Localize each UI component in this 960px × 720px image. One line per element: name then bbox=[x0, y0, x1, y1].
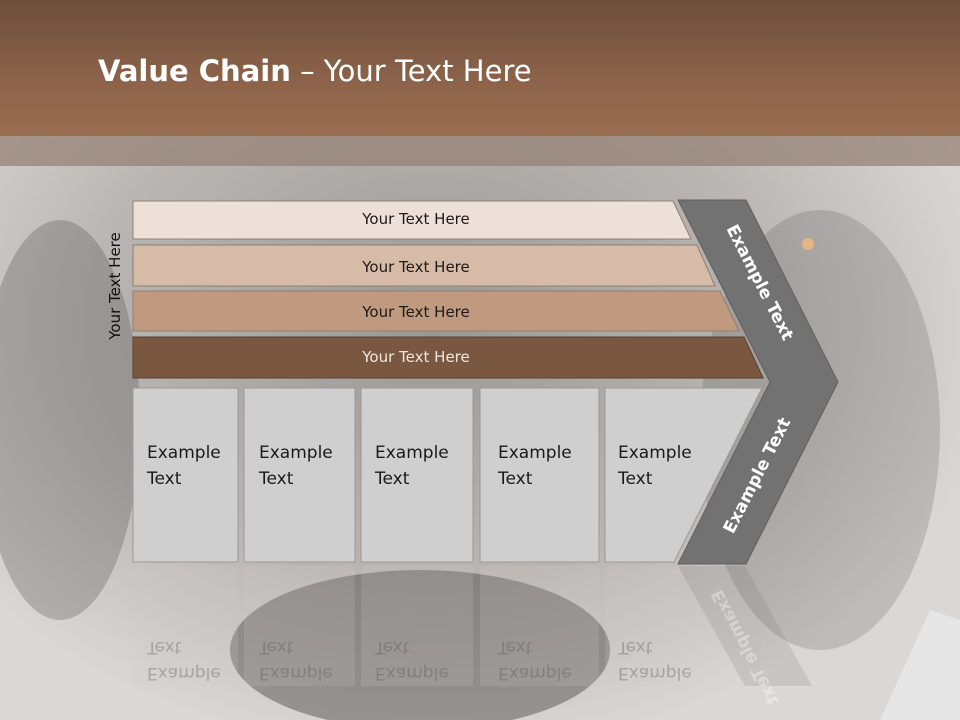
header-bar bbox=[0, 0, 960, 136]
column-reflection-4: Example Text bbox=[498, 634, 572, 686]
reflection-3-line2: Text bbox=[375, 637, 410, 657]
reflection-2-line2: Text bbox=[259, 637, 294, 657]
reflection-2-line1: Example bbox=[259, 663, 333, 683]
column-1-line1: Example bbox=[147, 443, 221, 463]
column-reflection-2: Example Text bbox=[259, 634, 333, 686]
header-band bbox=[0, 136, 960, 166]
column-box-3 bbox=[360, 387, 474, 563]
column-2-line1: Example bbox=[259, 443, 333, 463]
row-label-4: Your Text Here bbox=[361, 348, 469, 366]
row-bar-4 bbox=[132, 336, 764, 379]
column-reflection-1: Example Text bbox=[147, 634, 221, 686]
title-rest: – Your Text Here bbox=[290, 54, 532, 88]
column-5-line2: Text bbox=[618, 469, 653, 489]
row-bar-1 bbox=[132, 200, 692, 240]
column-reflection-3: Example Text bbox=[375, 634, 449, 686]
reflection-4-line2: Text bbox=[498, 637, 533, 657]
chevron-shape bbox=[677, 199, 839, 565]
row-bar-2 bbox=[132, 244, 716, 287]
title-bold: Value Chain bbox=[98, 54, 291, 88]
column-4-line1: Example bbox=[498, 443, 572, 463]
column-box-4 bbox=[479, 387, 600, 563]
reflection-5-line2: Text bbox=[618, 637, 653, 657]
reflection-4-line1: Example bbox=[498, 663, 572, 683]
column-5-line1: Example bbox=[618, 443, 692, 463]
column-2-line2: Text bbox=[259, 469, 294, 489]
column-3-line1: Example bbox=[375, 443, 449, 463]
column-4-line2: Text bbox=[498, 469, 533, 489]
row-label-3: Your Text Here bbox=[361, 303, 469, 321]
reflection-5-line1: Example bbox=[618, 663, 692, 683]
reflection-1-line2: Text bbox=[147, 637, 182, 657]
reflection-1-line1: Example bbox=[147, 663, 221, 683]
column-box-2 bbox=[243, 387, 356, 563]
column-box-1 bbox=[132, 387, 239, 563]
row-bar-3 bbox=[132, 290, 740, 332]
row-label-1: Your Text Here bbox=[361, 210, 469, 228]
reflection-3-line1: Example bbox=[375, 663, 449, 683]
row-label-2: Your Text Here bbox=[361, 258, 469, 276]
slide-title: Value Chain – Your Text Here bbox=[98, 54, 532, 88]
column-box-5 bbox=[604, 387, 763, 563]
column-reflection-5: Example Text bbox=[618, 634, 692, 686]
column-3-line2: Text bbox=[375, 469, 410, 489]
column-1-line2: Text bbox=[147, 469, 182, 489]
